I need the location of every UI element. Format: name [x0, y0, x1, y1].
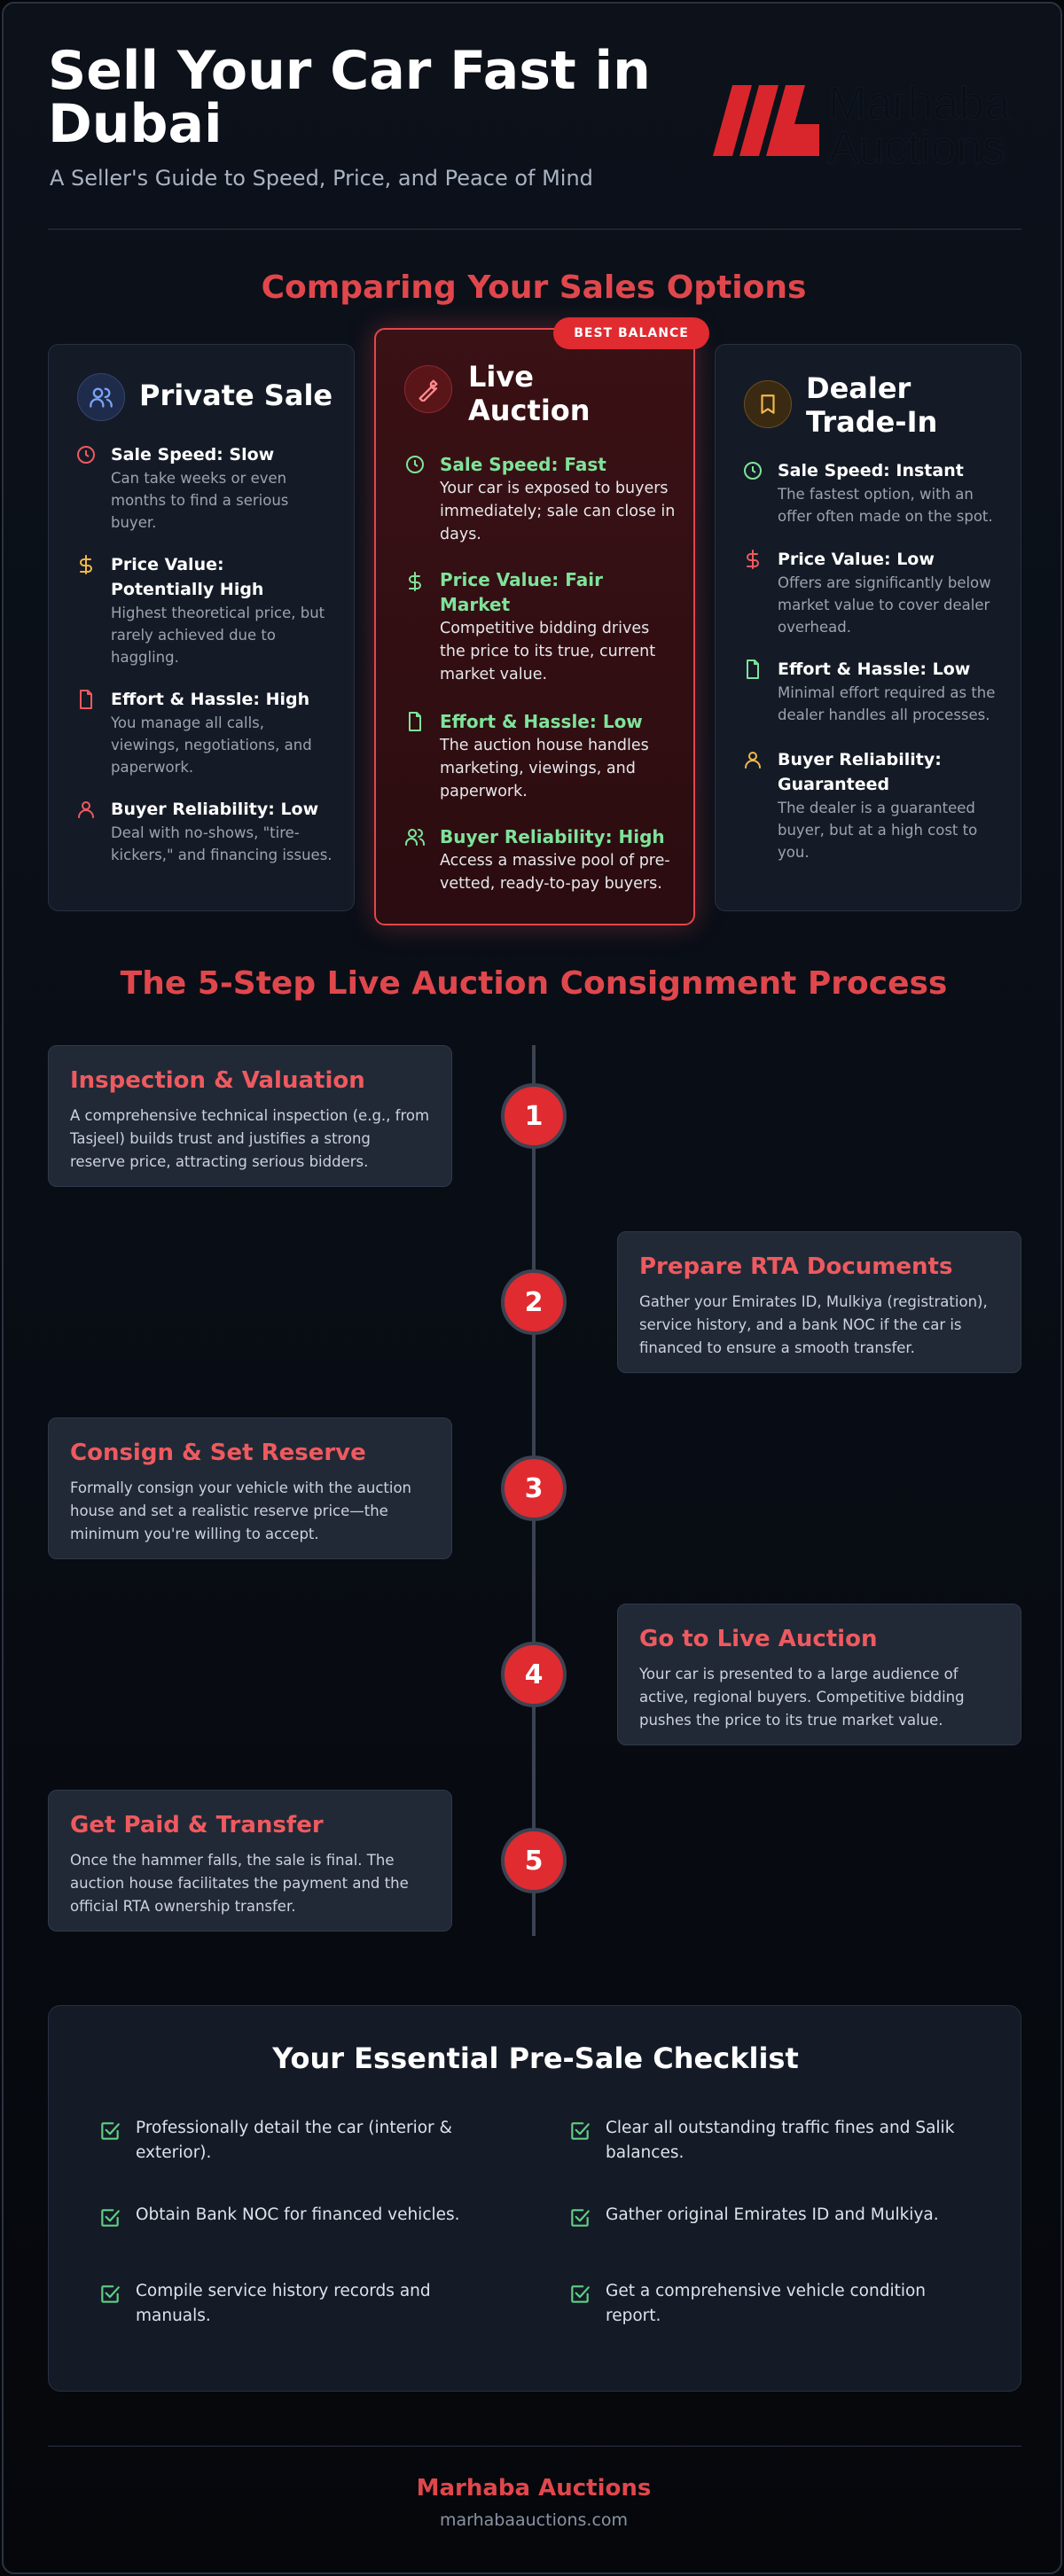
- step-title: Inspection & Valuation: [70, 1067, 365, 1094]
- checkbox-checked-icon: [571, 2122, 590, 2140]
- card-item: Sale Speed: Instant The fastest option, …: [742, 458, 999, 527]
- step-text: Your car is presented to a large audienc…: [639, 1666, 965, 1729]
- footer-link[interactable]: marhabaauctions.com: [439, 2510, 629, 2530]
- step-card: Get Paid & Transfer Once the hammer fall…: [48, 1790, 452, 1932]
- card-item: Effort & Hassle: High You manage all cal…: [75, 687, 332, 778]
- step-text: Once the hammer falls, the sale is final…: [70, 1852, 409, 1915]
- card-item: Buyer Reliability: Guaranteed The dealer…: [742, 747, 999, 863]
- card-item: Effort & Hassle: Low The auction house h…: [404, 709, 679, 803]
- checkbox-checked-icon: [101, 2209, 120, 2227]
- checklist-item: Get a comprehensive vehicle condition re…: [568, 2279, 958, 2329]
- step-text: Gather your Emirates ID, Mulkiya (regist…: [639, 1293, 988, 1356]
- checkbox-checked-icon: [101, 2285, 120, 2303]
- checklist-item: Compile service history records and manu…: [98, 2279, 489, 2329]
- card-item: Price Value: Fair Market Competitive bid…: [404, 567, 679, 686]
- dollar-icon: [80, 555, 92, 574]
- dollar-icon: [747, 550, 759, 569]
- logo-text: Marhaba Auctions: [827, 78, 1011, 174]
- user-icon: [78, 801, 94, 818]
- step-title: Go to Live Auction: [639, 1626, 878, 1652]
- step-title: Consign & Set Reserve: [70, 1440, 366, 1466]
- card-item: Price Value: Low Offers are significantl…: [742, 547, 999, 638]
- card-live-auction: Live Auction Sale Speed: Fast Your car i…: [374, 328, 695, 925]
- step-number: 1: [501, 1083, 567, 1149]
- card-item: Sale Speed: Fast Your car is exposed to …: [404, 452, 679, 546]
- checkbox-checked-icon: [101, 2122, 120, 2140]
- card-private-sale: Private Sale Sale Speed: Slow Can take w…: [48, 344, 355, 911]
- page-subtitle: A Seller's Guide to Speed, Price, and Pe…: [50, 166, 593, 191]
- checkbox-checked-icon: [571, 2285, 590, 2303]
- step-number: 2: [501, 1269, 567, 1335]
- comparison-heading: Comparing Your Sales Options: [261, 269, 807, 306]
- users-icon: [405, 829, 425, 846]
- card-title: Private Sale: [139, 379, 333, 412]
- step-title: Get Paid & Transfer: [70, 1812, 324, 1838]
- checkbox-checked-icon: [571, 2209, 590, 2227]
- checklist-item: Professionally detail the car (interior …: [98, 2116, 489, 2166]
- brand-logo[interactable]: Marhaba Auctions: [713, 81, 1023, 172]
- step-number: 5: [501, 1828, 567, 1893]
- checklist-item: Gather original Emirates ID and Mulkiya.: [568, 2203, 958, 2229]
- step-card: Consign & Set Reserve Formally consign y…: [48, 1417, 452, 1559]
- step-text: A comprehensive technical inspection (e.…: [70, 1107, 430, 1170]
- footer-divider: [48, 2446, 1021, 2447]
- checklist-panel: Your Essential Pre-Sale Checklist Profes…: [48, 2005, 1021, 2392]
- step-card: Inspection & Valuation A comprehensive t…: [48, 1045, 452, 1187]
- card-dealer-trade-in: Dealer Trade-In Sale Speed: Instant The …: [715, 344, 1021, 911]
- checklist-heading: Your Essential Pre-Sale Checklist: [272, 2041, 799, 2075]
- header-divider: [48, 229, 1021, 230]
- user-icon: [745, 752, 761, 769]
- card-title: Dealer Trade-In: [806, 371, 938, 439]
- file-icon: [747, 660, 759, 679]
- step-text: Formally consign your vehicle with the a…: [70, 1479, 412, 1542]
- checklist-item: Obtain Bank NOC for financed vehicles.: [98, 2203, 489, 2229]
- card-item: Buyer Reliability: Low Deal with no-show…: [75, 797, 332, 866]
- clock-icon: [77, 446, 95, 464]
- card-item: Sale Speed: Slow Can take weeks or even …: [75, 442, 332, 534]
- step-card: Prepare RTA Documents Gather your Emirat…: [617, 1231, 1021, 1373]
- process-heading: The 5-Step Live Auction Consignment Proc…: [120, 965, 948, 1002]
- clock-icon: [406, 456, 424, 473]
- card-item: Buyer Reliability: High Access a massive…: [404, 824, 679, 895]
- step-number: 3: [501, 1456, 567, 1521]
- bookmark-icon: [744, 380, 792, 428]
- users-icon: [77, 373, 125, 421]
- footer-brand: Marhaba Auctions: [416, 2475, 652, 2502]
- card-item: Effort & Hassle: Low Minimal effort requ…: [742, 657, 999, 726]
- wrench-icon: [404, 365, 452, 413]
- best-balance-badge: BEST BALANCE: [553, 317, 709, 349]
- step-title: Prepare RTA Documents: [639, 1253, 953, 1280]
- logo-mark-icon: [713, 85, 819, 156]
- step-card: Go to Live Auction Your car is presented…: [617, 1604, 1021, 1745]
- dollar-icon: [409, 572, 421, 591]
- card-title: Live Auction: [468, 360, 591, 427]
- checklist-item: Clear all outstanding traffic fines and …: [568, 2116, 958, 2166]
- file-icon: [409, 712, 421, 731]
- card-item: Price Value: Potentially High Highest th…: [75, 552, 332, 668]
- page-title: Sell Your Car Fast in Dubai: [48, 40, 651, 155]
- file-icon: [80, 690, 92, 709]
- clock-icon: [744, 462, 762, 480]
- step-number: 4: [501, 1642, 567, 1707]
